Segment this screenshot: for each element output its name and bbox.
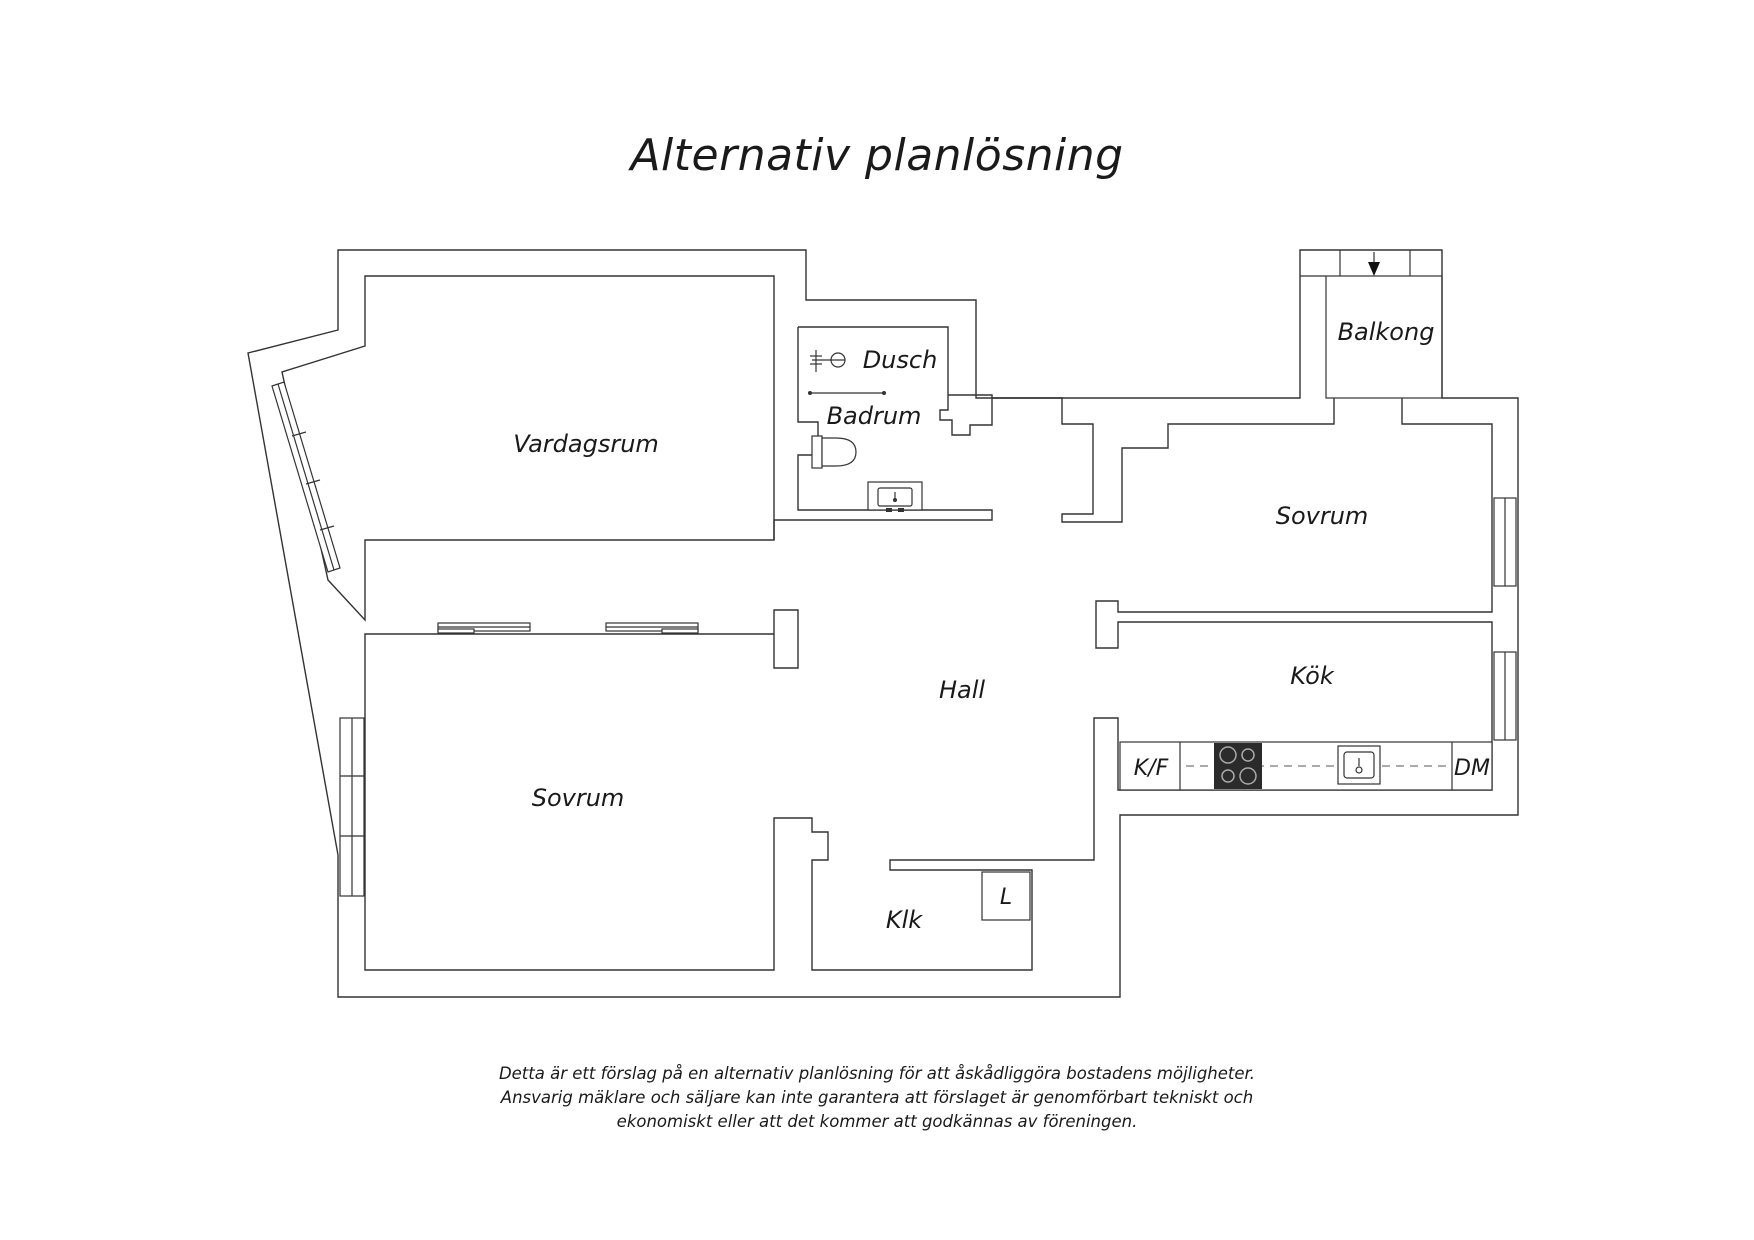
wall-sovrum-right xyxy=(364,398,1493,971)
wall-vardagsrum xyxy=(281,275,775,622)
sliding-door-right xyxy=(605,622,699,634)
toilet-icon xyxy=(811,435,857,469)
stove-icon xyxy=(1214,743,1262,789)
room-label-sovrum-left: Sovrum xyxy=(532,784,625,812)
kitchen-counter xyxy=(1119,741,1493,791)
shower xyxy=(808,350,886,395)
disclaimer-line-2: Ansvarig mäklare och säljare kan inte ga… xyxy=(500,1088,1254,1107)
room-label-sovrum-right: Sovrum xyxy=(1276,502,1369,530)
page-title: Alternativ planlösning xyxy=(630,130,1124,181)
window-sovrum-right xyxy=(1493,497,1517,587)
disclaimer-line-3: ekonomiskt eller att det kommer att godk… xyxy=(616,1112,1138,1131)
wall-badrum xyxy=(798,326,993,436)
room-label-badrum: Badrum xyxy=(827,402,922,430)
room-label-balkong: Balkong xyxy=(1338,318,1435,346)
balkong xyxy=(1300,250,1443,399)
room-label-kok: Kök xyxy=(1290,662,1335,690)
window-vardagsrum xyxy=(271,381,341,573)
wall-hall-top xyxy=(992,397,1335,523)
wall-badrum-inner xyxy=(773,327,993,540)
sliding-door-left xyxy=(437,622,531,634)
fixture-label-linen: L xyxy=(1000,885,1012,910)
bathroom-sink-icon xyxy=(867,481,923,512)
room-label-hall: Hall xyxy=(939,676,985,704)
balcony-door-arrow-icon xyxy=(1368,262,1380,276)
window-sovrum-left xyxy=(339,717,365,897)
fixture-label-dm: DM xyxy=(1454,756,1490,781)
room-label-klk: Klk xyxy=(886,906,923,934)
disclaimer-line-1: Detta är ett förslag på en alternativ pl… xyxy=(498,1064,1256,1083)
disclaimer: Detta är ett förslag på en alternativ pl… xyxy=(0,1062,1754,1134)
outer-wall xyxy=(247,249,1519,998)
window-kok xyxy=(1493,651,1517,741)
kitchen-sink-icon xyxy=(1337,745,1381,785)
linen-closet xyxy=(981,871,1031,921)
room-label-dusch: Dusch xyxy=(863,346,938,374)
fixture-label-kf: K/F xyxy=(1134,756,1169,781)
room-label-vardagsrum: Vardagsrum xyxy=(513,430,659,458)
